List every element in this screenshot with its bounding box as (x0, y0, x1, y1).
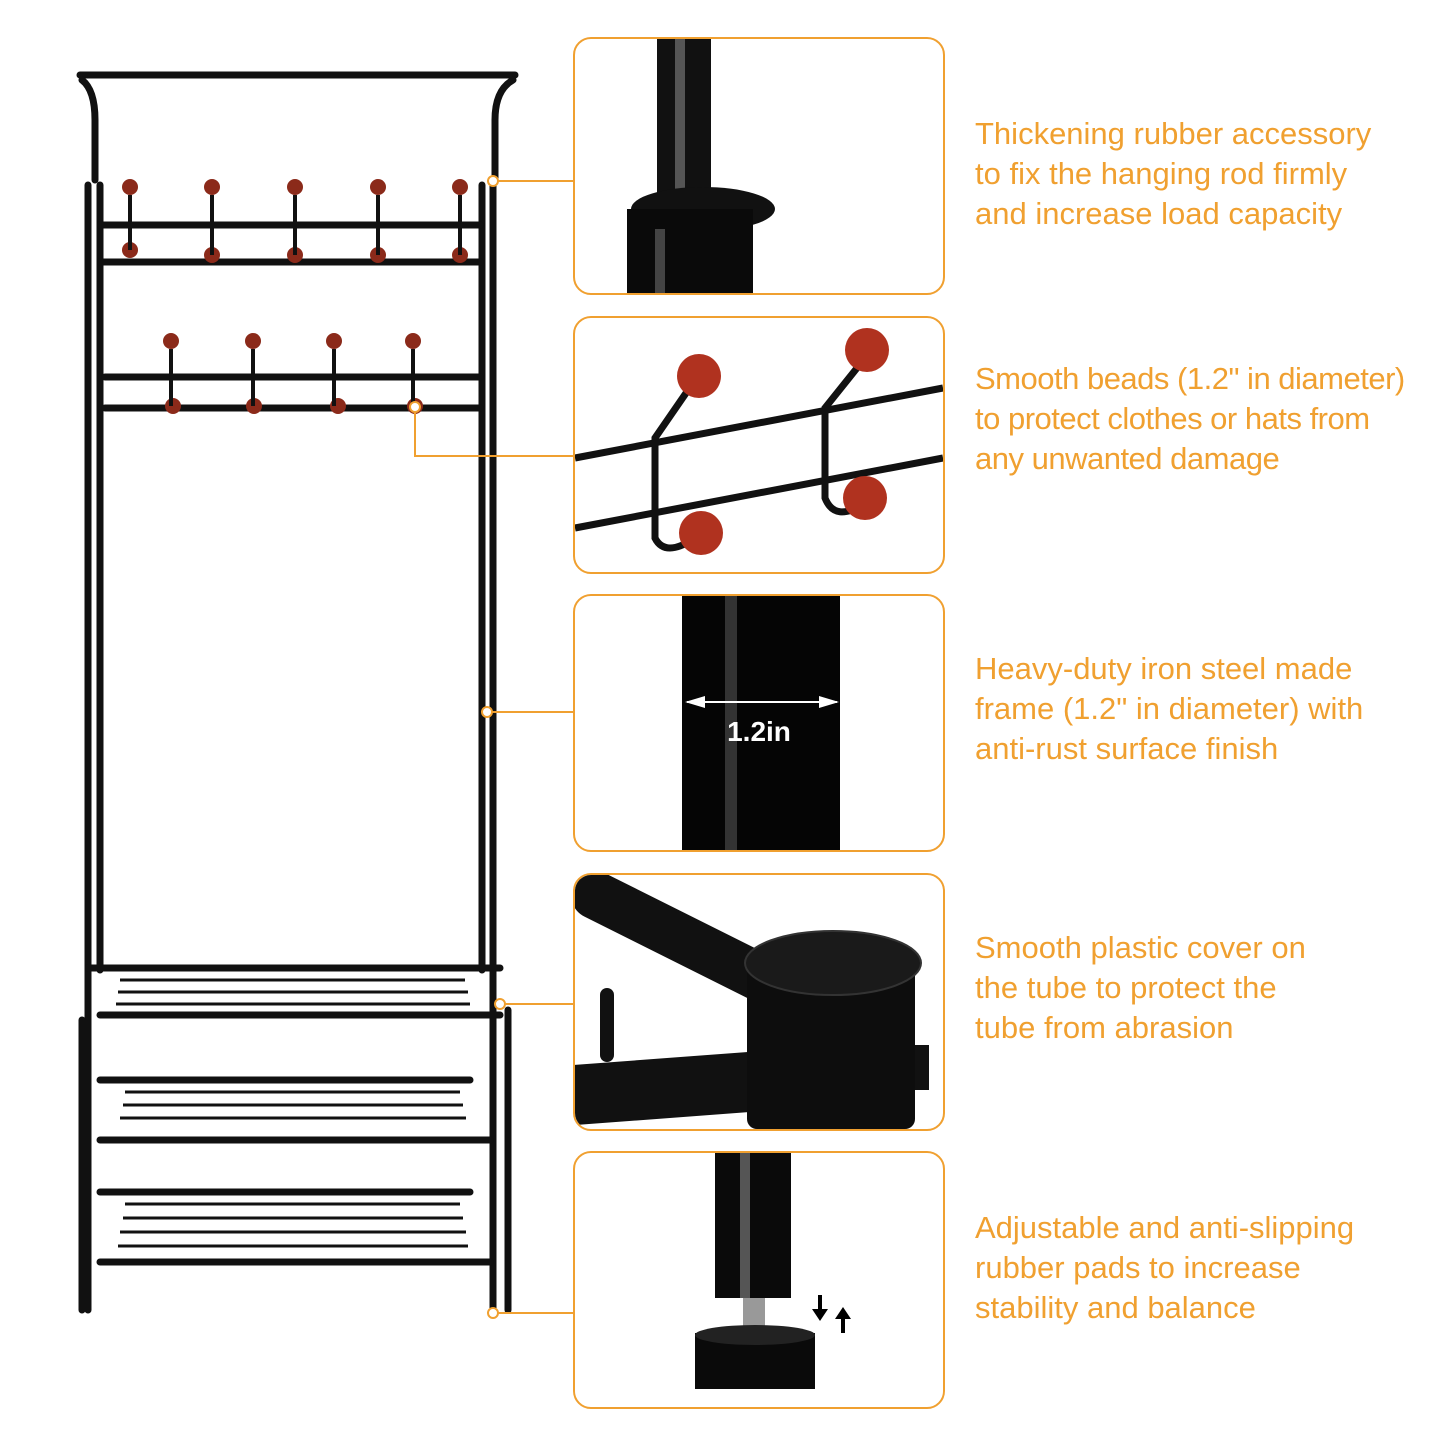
feature-text-frame: Heavy-duty iron steel made frame (1.2" i… (975, 649, 1445, 769)
feature-text-beads: Smooth beads (1.2" in diameter) to prote… (975, 359, 1445, 479)
text-line: rubber pads to increase (975, 1250, 1301, 1285)
feature-text-rubber-accessory: Thickening rubber accessory to fix the h… (975, 114, 1445, 234)
text-line: Smooth plastic cover on (975, 930, 1306, 965)
feature-text-plastic-cover: Smooth plastic cover on the tube to prot… (975, 928, 1445, 1048)
text-line: to fix the hanging rod firmly (975, 156, 1348, 191)
text-line: stability and balance (975, 1290, 1256, 1325)
detail-panel-frame: 1.2in (573, 594, 945, 852)
detail-panel-rubber-accessory (573, 37, 945, 295)
text-line: the tube to protect the (975, 970, 1277, 1005)
text-line: any unwanted damage (975, 441, 1280, 476)
text-line: frame (1.2" in diameter) with (975, 691, 1364, 726)
text-line: and increase load capacity (975, 196, 1343, 231)
feature-text-rubber-pads: Adjustable and anti-slipping rubber pads… (975, 1208, 1445, 1328)
text-line: Thickening rubber accessory (975, 116, 1372, 151)
text-line: Heavy-duty iron steel made (975, 651, 1353, 686)
text-line: Smooth beads (1.2" in diameter) (975, 361, 1405, 396)
text-line: tube from abrasion (975, 1010, 1234, 1045)
text-line: Adjustable and anti-slipping (975, 1210, 1355, 1245)
text-line: to protect clothes or hats from (975, 401, 1370, 436)
text-line: anti-rust surface finish (975, 731, 1279, 766)
detail-panel-plastic-cover (573, 873, 945, 1131)
dimension-label: 1.2in (727, 716, 791, 747)
detail-panel-beads (573, 316, 945, 574)
detail-panel-rubber-pads (573, 1151, 945, 1409)
callout-connectors (409, 175, 573, 1319)
